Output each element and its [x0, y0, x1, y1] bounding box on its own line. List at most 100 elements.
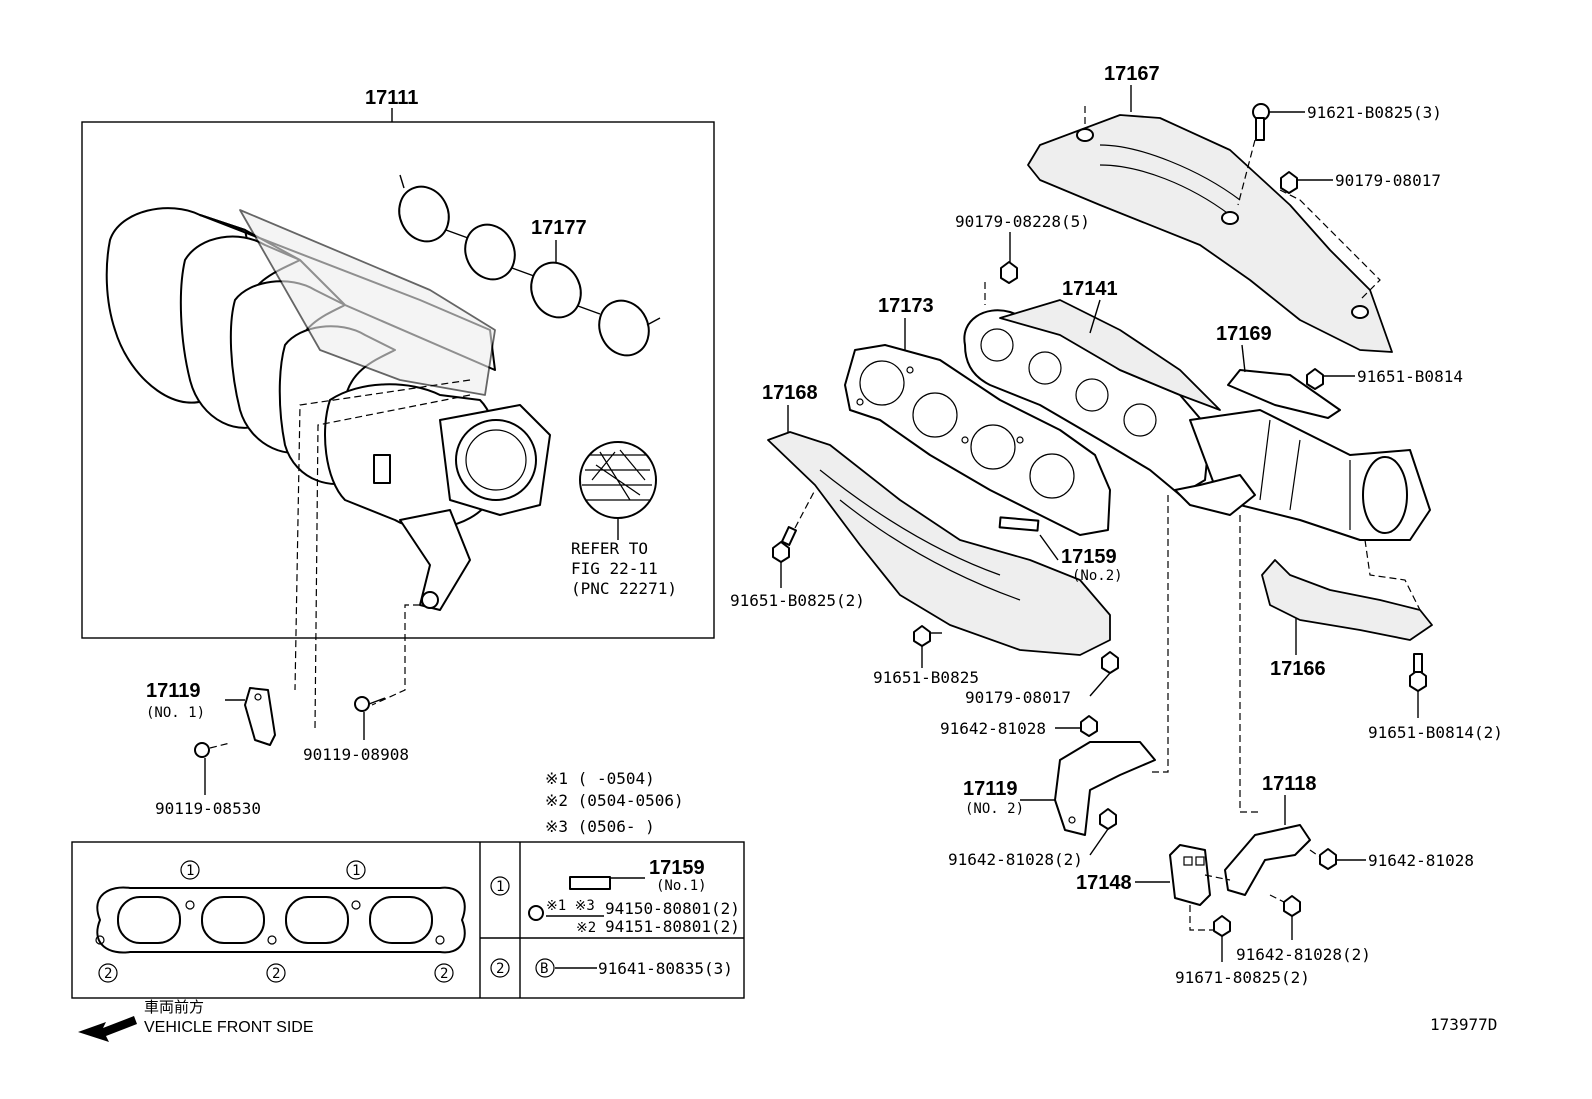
label-17177[interactable]: 17177 — [531, 217, 587, 239]
label-17166[interactable]: 17166 — [1270, 658, 1326, 680]
part-17167-heat-insulator: 17167 — [984, 63, 1393, 353]
bolt-91651-B0814-head-icon — [1306, 368, 1324, 390]
part-17141-exhaust-manifold: 17141 — [963, 278, 1431, 541]
refer-line-2: FIG 22-11 — [571, 559, 658, 578]
sensor-boss — [373, 454, 391, 484]
gasket-mark-2c: 2 — [440, 966, 448, 982]
label-94150-80801[interactable]: 94150-80801(2) — [605, 899, 740, 918]
stud-17159-no1 — [569, 876, 611, 890]
label-90119-08908[interactable]: 90119-08908 — [303, 745, 409, 764]
bolt-91651-B0825-head-icon — [913, 625, 931, 647]
table-nut-mark-2: ※2 — [576, 920, 596, 936]
label-17159-no1-sub: (No.1) — [656, 878, 707, 894]
bolt-91642-81028-head-icon — [1080, 715, 1098, 737]
label-17141[interactable]: 17141 — [1062, 278, 1118, 300]
label-90179-08017-top[interactable]: 90179-08017 — [1335, 171, 1441, 190]
front-arrow-icon — [78, 1016, 137, 1042]
gasket-mark-2a: 2 — [104, 966, 112, 982]
label-17119-no1[interactable]: 17119 — [146, 680, 201, 702]
part-17148: 17148 91671-80825(2) — [1076, 844, 1310, 987]
label-91651-B0825-2[interactable]: 91651-B0825(2) — [730, 591, 865, 610]
label-17169[interactable]: 17169 — [1216, 323, 1272, 345]
table-nut-mark-1: ※1 ※3 — [546, 898, 595, 914]
label-91651-B0825[interactable]: 91651-B0825 — [873, 668, 979, 687]
gasket-outline — [96, 886, 466, 954]
manifold-runners — [105, 207, 551, 611]
outlet-flange — [455, 419, 537, 501]
refer-line-1: REFER TO — [571, 539, 648, 558]
gasket-mark-1b: 1 — [352, 863, 360, 879]
date-notes: ※1 ( -0504) ※2 (0504-0506) ※3 (0506- ) — [545, 769, 684, 836]
nut-90179-08228-icon — [1000, 261, 1018, 284]
bolt-91642-81028-2-head-icon — [1099, 808, 1117, 830]
outlet-pipe — [1362, 456, 1408, 534]
bolt-91651-B0825-2-head-icon — [772, 541, 790, 563]
bolt-91642-81028-2-b-head-icon — [1283, 895, 1301, 917]
label-17159-no2-sub: (No.2) — [1072, 568, 1123, 584]
figure-id: 173977D — [1430, 1015, 1497, 1034]
nut-90179-top-icon — [1280, 171, 1298, 194]
label-90119-08530[interactable]: 90119-08530 — [155, 799, 261, 818]
part-17159-no2: 17159 (No.2) — [998, 516, 1123, 584]
label-91621-B0825[interactable]: 91621-B0825(3) — [1307, 103, 1442, 122]
note-2: ※2 (0504-0506) — [545, 791, 684, 810]
label-91642-81028-b[interactable]: 91642-81028 — [1368, 851, 1474, 870]
label-17111[interactable]: 17111 — [365, 87, 418, 109]
part-17119-no2: 91642-81028 17119 (NO. 2) 91642-81028(2) — [940, 715, 1156, 869]
part-17111-frame — [81, 121, 715, 639]
gasket-mark-2b: 2 — [272, 966, 280, 982]
gasket-mark-1a: 1 — [186, 863, 194, 879]
stud-17159-no2 — [998, 516, 1040, 532]
label-17168[interactable]: 17168 — [762, 382, 818, 404]
bolt-91651-B0814-2-head-icon — [1409, 669, 1427, 692]
label-17167[interactable]: 17167 — [1104, 63, 1160, 85]
front-label-jp: 車両前方 — [144, 998, 204, 1016]
nut-90179-08228: 90179-08228(5) — [955, 212, 1090, 284]
label-91651-B0814[interactable]: 91651-B0814 — [1357, 367, 1463, 386]
label-17173[interactable]: 17173 — [878, 295, 934, 317]
part-17173: 17173 — [844, 295, 1111, 536]
bolt-90119-08908-head — [354, 696, 370, 712]
note-3: ※3 (0506- ) — [545, 817, 655, 836]
part-17177-gasket: 17177 — [398, 174, 661, 357]
note-1: ※1 ( -0504) — [545, 769, 655, 788]
label-90179-08017[interactable]: 90179-08017 — [965, 688, 1071, 707]
label-17148[interactable]: 17148 — [1076, 872, 1132, 894]
bolt-91671-80825-head-icon — [1213, 915, 1231, 937]
label-17119-no2[interactable]: 17119 — [963, 778, 1018, 800]
refer-fig-22-11: REFER TO FIG 22-11 (PNC 22271) — [571, 441, 677, 598]
label-17118[interactable]: 17118 — [1262, 773, 1317, 795]
label-17119-no2-sub: (NO. 2) — [965, 801, 1024, 817]
nut-90179-08017-top: 90179-08017 — [1280, 171, 1441, 194]
nut-94150-icon — [528, 905, 544, 921]
bolt-90119-08530-head — [194, 742, 210, 758]
label-91671-80825[interactable]: 91671-80825(2) — [1175, 968, 1310, 987]
label-91642-81028-a[interactable]: 91642-81028 — [940, 719, 1046, 738]
label-17159-no2[interactable]: 17159 — [1061, 546, 1117, 568]
table-row-2-mark: 2 — [496, 961, 504, 977]
front-label-en: VEHICLE FRONT SIDE — [144, 1019, 314, 1036]
refer-line-3: (PNC 22271) — [571, 579, 677, 598]
label-94151-80801[interactable]: 94151-80801(2) — [605, 917, 740, 936]
label-90179-08228[interactable]: 90179-08228(5) — [955, 212, 1090, 231]
label-91642-81028-2-b[interactable]: 91642-81028(2) — [1236, 945, 1371, 964]
table-row-1-mark: 1 — [496, 879, 504, 895]
label-91651-B0814-2[interactable]: 91651-B0814(2) — [1368, 723, 1503, 742]
label-17159-no1[interactable]: 17159 — [649, 857, 705, 879]
label-17119-no1-sub: (NO. 1) — [146, 705, 205, 721]
part-17168-heat-insulator: 17168 91651-B0825(2) 91651-B0825 90179-0… — [730, 382, 1119, 707]
bolt-91621-B0825: 91621-B0825(3) — [1237, 103, 1442, 206]
part-17166: 17166 91651-B0814(2) — [1261, 539, 1503, 742]
part-17111-group: 17111 — [81, 87, 715, 729]
label-91642-81028-2-a[interactable]: 91642-81028(2) — [948, 850, 1083, 869]
table-b-mark: B — [540, 961, 548, 977]
nut-90179-08017-icon — [1101, 651, 1119, 674]
part-17119-no1: 17119 (NO. 1) 90119-08530 90119-08908 — [146, 680, 409, 818]
vehicle-front-indicator: 車両前方 VEHICLE FRONT SIDE — [78, 998, 314, 1042]
label-91641-80835[interactable]: 91641-80835(3) — [598, 959, 733, 978]
part-17118: 17118 91642-81028 91642-81028(2) — [1224, 773, 1474, 964]
gasket-fastener-table: 1 1 2 2 2 1 17159 (No.1) ※1 ※3 94150-808… — [71, 841, 745, 999]
part-17169: 17169 91651-B0814 — [1216, 323, 1463, 419]
bolt-91642-81028-b-head-icon — [1319, 848, 1337, 870]
